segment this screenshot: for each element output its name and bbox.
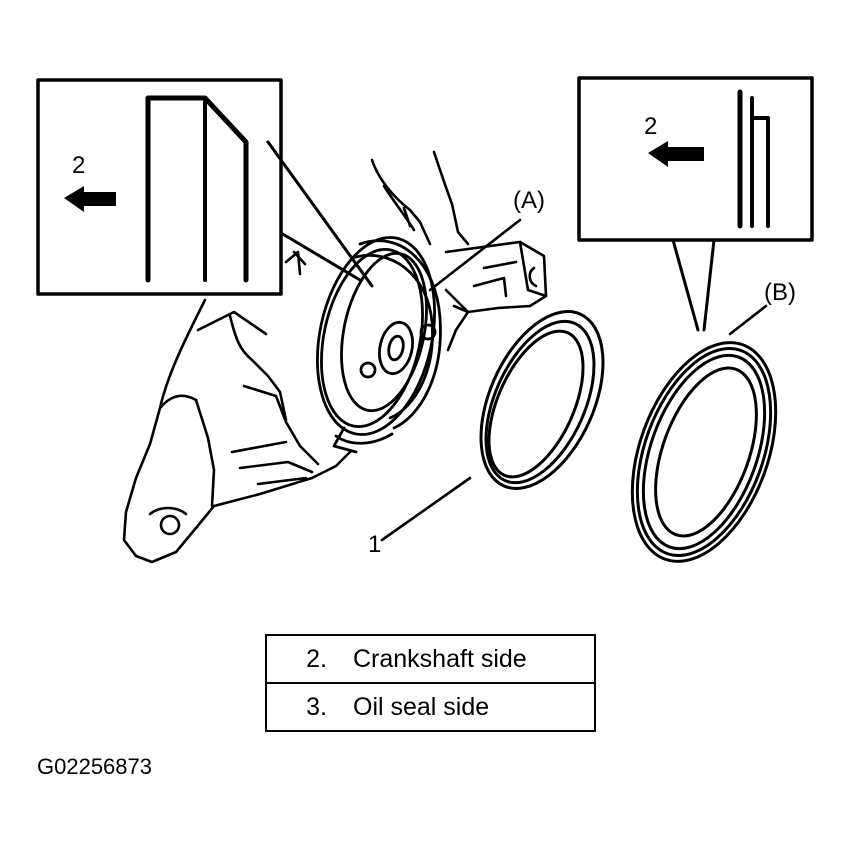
arrow-icon <box>648 141 704 167</box>
crankshaft-pulley-housing <box>316 236 442 454</box>
legend-table: 2. Crankshaft side 3. Oil seal side <box>265 634 596 732</box>
left-box-number: 2 <box>72 152 85 179</box>
label-a: (A) <box>513 187 545 214</box>
arrow-icon <box>64 186 116 212</box>
right-box-number: 2 <box>644 113 657 140</box>
legend-row: 2. Crankshaft side <box>267 636 594 682</box>
engine-block <box>122 150 548 564</box>
detail-box-crankshaft-side <box>36 78 283 296</box>
legend-number: 2. <box>306 644 327 673</box>
label-b: (B) <box>764 279 796 306</box>
detail-box-oil-seal-side <box>577 76 814 242</box>
legend-text: Oil seal side <box>353 692 490 721</box>
oil-seal-part-1 <box>479 310 605 490</box>
legend-text: Crankshaft side <box>353 644 527 673</box>
figure-code: G02256873 <box>37 754 152 779</box>
legend-number: 3. <box>306 692 327 721</box>
oil-seal-b <box>630 341 778 563</box>
part-1-label: 1 <box>368 531 381 558</box>
legend-row: 3. Oil seal side <box>267 682 594 730</box>
